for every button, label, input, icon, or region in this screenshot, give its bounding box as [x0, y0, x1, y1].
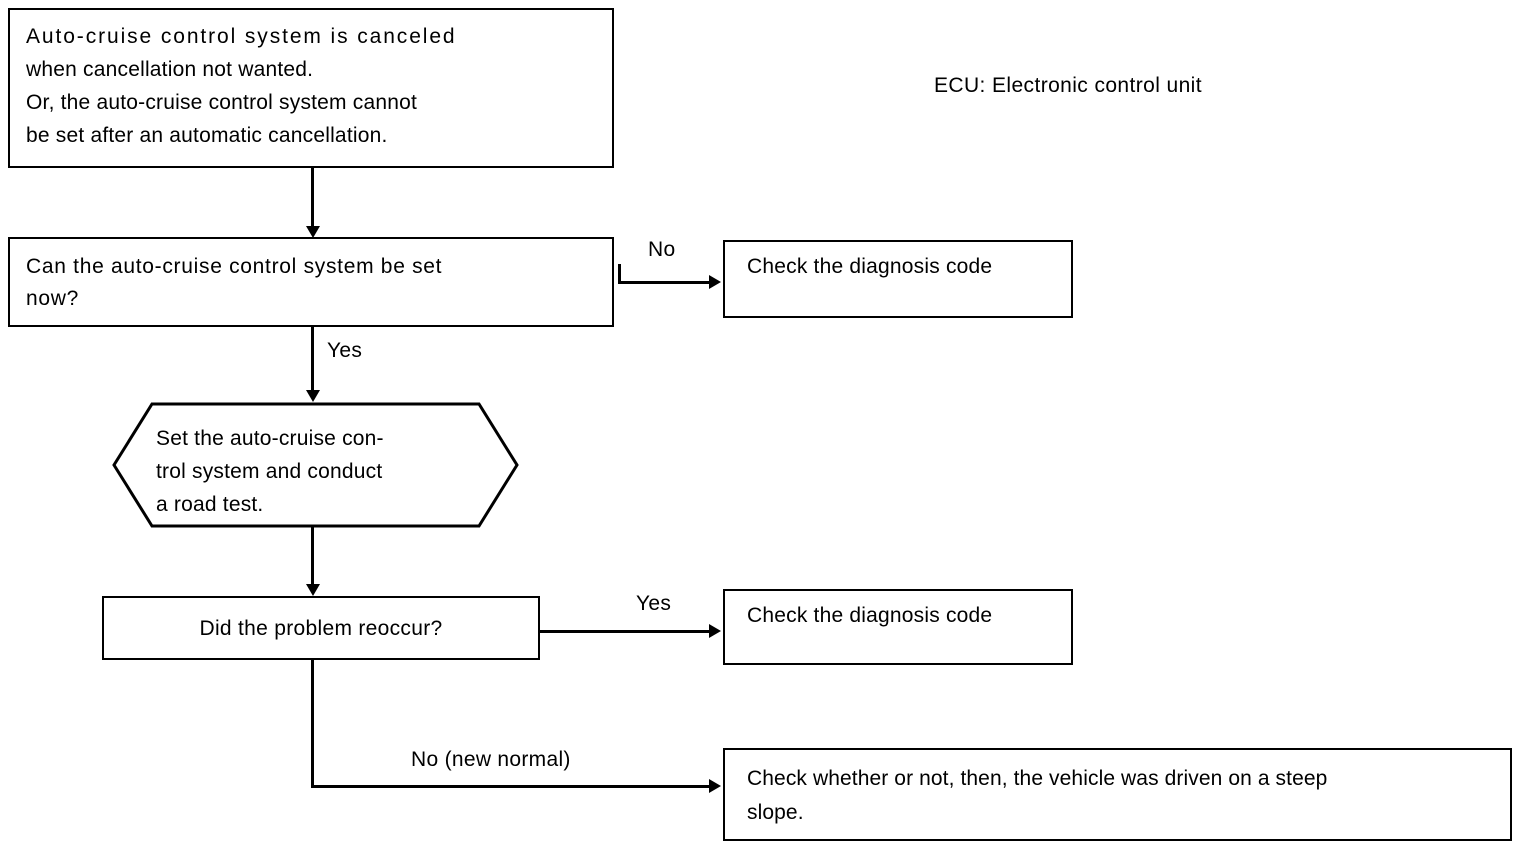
connector-can-set-no-arrow — [709, 275, 721, 289]
edge-label-no-can-set: No — [648, 238, 676, 261]
node-check-diagnosis-code-yes-text: Check the diagnosis code — [747, 604, 993, 627]
connector-can-set-yes-line — [311, 327, 314, 392]
node-check-diagnosis-code-no: Check the diagnosis code — [723, 240, 1073, 318]
node-problem-statement: Auto-cruise control system is canceled wh… — [8, 8, 614, 168]
node-problem-reoccur-question: Did the problem reoccur? — [102, 596, 540, 660]
connector-can-set-no-line — [618, 281, 714, 284]
problem-line-3: Or, the auto-cruise control system canno… — [26, 91, 418, 114]
edge-label-yes-can-set: Yes — [327, 339, 363, 362]
node-check-diagnosis-code-no-text: Check the diagnosis code — [747, 255, 993, 278]
connector-no-stub-vertical — [618, 264, 621, 284]
connector-road-test-to-reoccur-line — [311, 526, 314, 586]
node-can-set-question: Can the auto-cruise control system be se… — [8, 237, 614, 327]
hexagon-shape — [112, 402, 519, 528]
connector-reoccur-no-arrow — [709, 779, 721, 793]
node-can-set-question-text: Can the auto-cruise control system be se… — [26, 255, 443, 310]
connector-problem-to-can-set-line — [311, 168, 314, 228]
edge-label-no-new-normal: No (new normal) — [411, 748, 571, 771]
connector-reoccur-yes-line — [540, 630, 714, 633]
node-problem-statement-text: Auto-cruise control system is canceled wh… — [26, 20, 604, 152]
problem-line-4: be set after an automatic cancellation. — [26, 124, 388, 147]
connector-can-set-yes-arrow — [306, 390, 320, 402]
edge-label-yes-reoccur: Yes — [636, 592, 672, 615]
connector-road-test-to-reoccur-arrow — [306, 584, 320, 596]
problem-line-1: Auto-cruise control system is canceled — [26, 25, 457, 48]
node-road-test: Set the auto-cruise con- trol system and… — [112, 402, 519, 528]
legend-ecu: ECU: Electronic control unit — [934, 74, 1202, 97]
problem-line-2: when cancellation not wanted. — [26, 58, 314, 81]
connector-reoccur-no-horizontal — [311, 785, 715, 788]
connector-reoccur-no-vertical — [311, 660, 314, 788]
connector-problem-to-can-set-arrow — [306, 226, 320, 238]
connector-reoccur-yes-arrow — [709, 624, 721, 638]
node-road-test-text: Set the auto-cruise con- trol system and… — [156, 427, 384, 516]
node-check-steep-slope-text: Check whether or not, then, the vehicle … — [747, 767, 1328, 824]
node-check-steep-slope: Check whether or not, then, the vehicle … — [723, 748, 1512, 841]
node-check-diagnosis-code-yes: Check the diagnosis code — [723, 589, 1073, 665]
node-problem-reoccur-question-text: Did the problem reoccur? — [199, 617, 443, 640]
